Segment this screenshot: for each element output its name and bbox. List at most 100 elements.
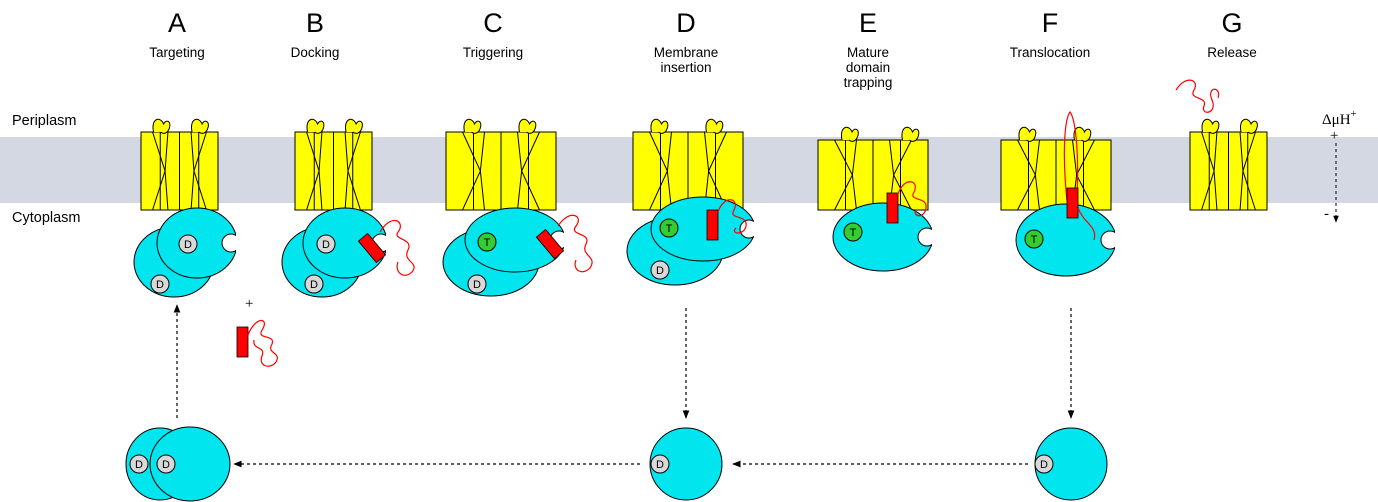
- stage-label-d: insertion: [660, 60, 711, 75]
- stage-label-d: Membrane: [654, 45, 719, 60]
- channel-slant: [347, 131, 361, 211]
- mature-domain: [1063, 110, 1079, 211]
- plug-loop: [650, 118, 669, 134]
- channel-slant: [164, 131, 169, 211]
- signal-peptide: [535, 228, 565, 260]
- secy-channel: [140, 118, 219, 211]
- badge-letter: D: [310, 279, 318, 291]
- precursor-free: [236, 319, 278, 367]
- secy-channel: [294, 118, 373, 211]
- pmf-label: ΔμH+: [1322, 108, 1357, 128]
- channel-slant: [893, 139, 912, 211]
- badge-letter: D: [162, 459, 170, 471]
- stage-label-c: Triggering: [463, 45, 523, 60]
- badge-letter: D: [656, 459, 664, 471]
- channel-slant: [1076, 139, 1095, 211]
- secy-channel: [1000, 126, 1112, 211]
- groove-opening: [386, 233, 392, 253]
- groove-opening: [1115, 230, 1121, 250]
- stage-headers: ATargetingBDockingCTriggeringDMembranein…: [149, 8, 1257, 90]
- adp-badge: [129, 454, 149, 474]
- translocon-channels: [140, 118, 1268, 211]
- mature-domain: [379, 219, 415, 276]
- cycle-motor-middle: D: [649, 427, 723, 501]
- channel-slant: [193, 131, 207, 211]
- atp-badge: [477, 232, 497, 252]
- badge-letter: D: [184, 239, 192, 251]
- atp-badge: [843, 222, 863, 242]
- stage-letter-g: G: [1221, 8, 1242, 38]
- stage-letter-f: F: [1042, 8, 1059, 38]
- stage-label-b: Docking: [291, 45, 340, 60]
- stage-label-e: Mature: [847, 45, 889, 60]
- motor-insertion: DT: [626, 196, 760, 286]
- stage-letter-c: C: [483, 8, 503, 38]
- plug-loop: [345, 118, 363, 134]
- adp-badge: [150, 274, 170, 294]
- precursor-released: [1175, 79, 1220, 113]
- channel-slant: [666, 131, 672, 211]
- signal-peptide: [886, 192, 899, 224]
- secy-channel: [817, 126, 929, 211]
- plug-loop: [705, 118, 724, 134]
- stage-label-e: domain: [846, 60, 890, 75]
- mature-domain: [1175, 79, 1220, 113]
- badge-letter: D: [135, 459, 143, 471]
- adp-badge: [650, 454, 670, 474]
- channel-slant: [521, 131, 540, 211]
- plug-loop: [1073, 126, 1092, 142]
- secy-channel: [1189, 118, 1268, 211]
- motor-triggering: DT: [442, 207, 570, 297]
- channel-slant: [851, 139, 857, 211]
- precursor-substrates: [236, 79, 1220, 367]
- precursor-translocation: [1063, 110, 1096, 241]
- motor-targeting: DD: [133, 207, 242, 298]
- groove-opening: [932, 227, 938, 247]
- badge-letter: T: [850, 227, 857, 239]
- badge-letter: D: [473, 279, 481, 291]
- plug-loop: [840, 126, 859, 142]
- precursor-docking: [357, 219, 415, 276]
- signal-peptide: [236, 326, 249, 358]
- precursor-trapping: [886, 181, 927, 224]
- badge-letter: T: [666, 223, 673, 235]
- channel-slant: [1242, 131, 1256, 211]
- mature-domain: [897, 181, 927, 217]
- stage-label-e: trapping: [844, 75, 893, 90]
- channel-slant: [318, 131, 323, 211]
- plug-loop: [518, 118, 537, 134]
- secy-channel: [632, 118, 744, 211]
- pmf-plus: +: [1330, 128, 1338, 144]
- atp-badge: [659, 218, 679, 238]
- plug-loop: [191, 118, 209, 134]
- signal-peptide: [706, 209, 719, 241]
- badge-letter: D: [156, 279, 164, 291]
- badge-letter: D: [656, 265, 664, 277]
- adp-badge: [1034, 454, 1054, 474]
- substrate-plus-sign: +: [245, 296, 253, 312]
- badge-letter: T: [484, 237, 491, 249]
- channel-slant: [1034, 139, 1040, 211]
- cytoplasm-label: Cytoplasm: [12, 210, 81, 226]
- stage-letter-a: A: [168, 8, 186, 38]
- signal-peptide: [357, 232, 387, 264]
- motor-translocation: T: [1015, 203, 1121, 277]
- stage-label-f: Translocation: [1010, 45, 1091, 60]
- atp-badge: [1024, 229, 1044, 249]
- adp-badge: [156, 454, 176, 474]
- stage-letter-e: E: [859, 8, 877, 38]
- precursor-insertion: [706, 199, 747, 241]
- cycle-arrows: [173, 304, 1075, 468]
- mature-domain: [247, 319, 278, 367]
- stage-label-a: Targeting: [149, 45, 205, 60]
- plug-loop: [901, 126, 920, 142]
- channel-slant: [708, 131, 727, 211]
- plug-loop: [306, 118, 325, 134]
- mature-domain: [557, 214, 593, 273]
- plug-loop: [1240, 118, 1258, 134]
- stage-letter-b: B: [306, 8, 324, 38]
- adp-badge: [304, 274, 324, 294]
- periplasm-label: Periplasm: [12, 113, 76, 129]
